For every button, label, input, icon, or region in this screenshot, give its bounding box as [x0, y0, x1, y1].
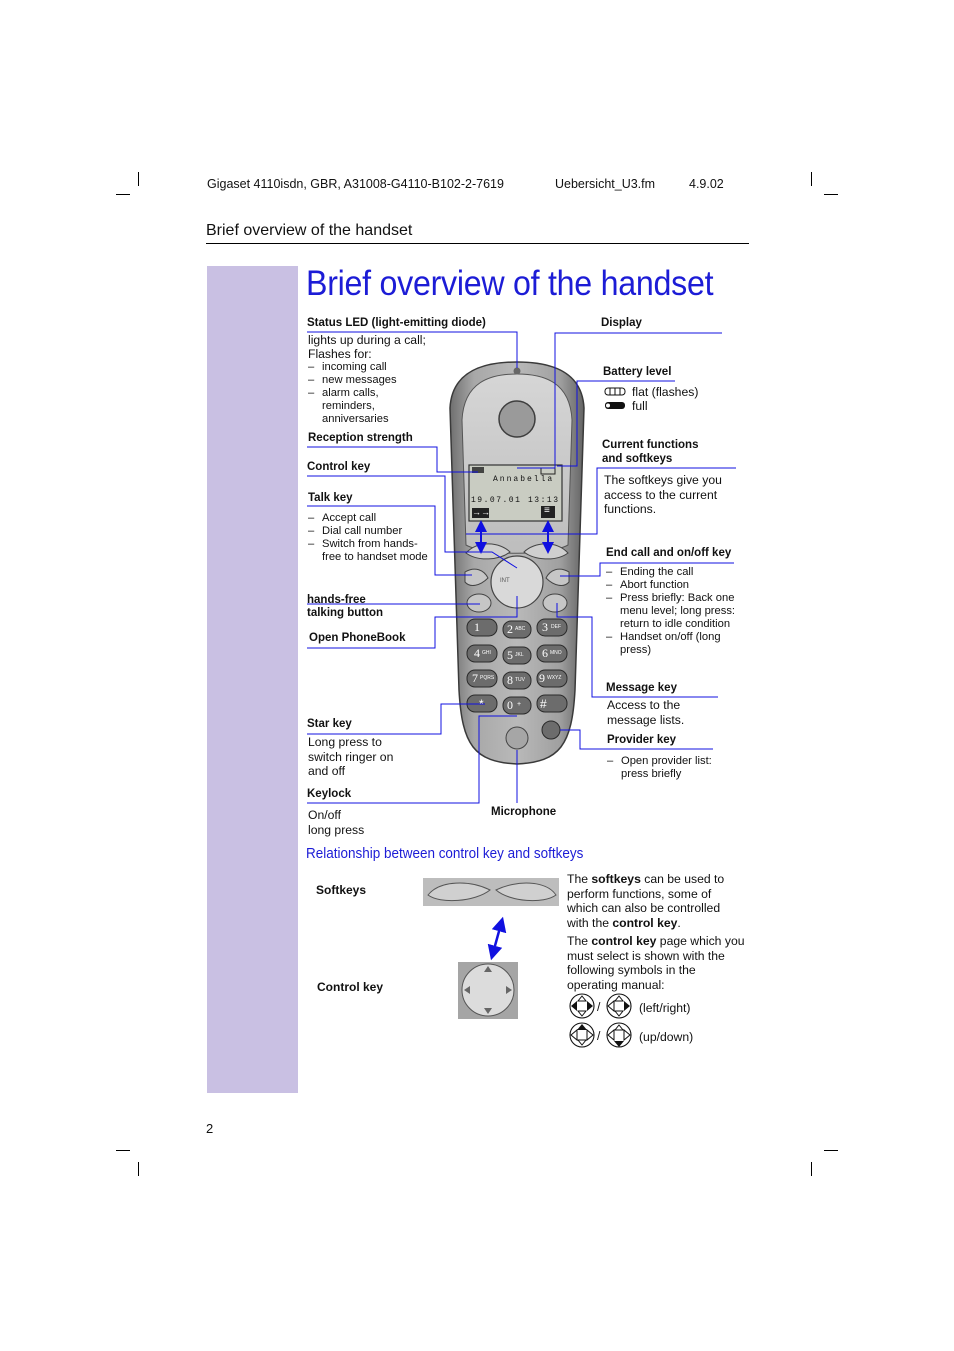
doc-date: 4.9.02 [689, 177, 724, 191]
crop-mark [138, 172, 139, 186]
status-led-list: incoming call new messages alarm calls, … [308, 361, 418, 426]
hands-free-label2: talking button [307, 607, 384, 619]
keylock-label: Keylock [307, 788, 352, 800]
control-key-callout-label: Control key [307, 461, 371, 473]
display-label: Display [601, 317, 642, 329]
page-title: Brief overview of the handset [306, 264, 714, 303]
battery-full-text: full [632, 399, 648, 413]
list-item: alarm calls, reminders, anniversaries [308, 387, 418, 426]
end-call-label: End call and on/off key [606, 547, 732, 559]
status-led-label: Status LED (light-emitting diode) [307, 317, 486, 329]
control-key-label: Control key [317, 980, 384, 994]
display-name: Annabella [493, 475, 555, 484]
microphone-label: Microphone [491, 806, 557, 818]
crop-mark [138, 1162, 139, 1176]
nav-int-label: INT [500, 578, 510, 584]
phonebook-label: Open PhoneBook [309, 632, 406, 644]
display-date: 19.07.01 [471, 496, 522, 505]
crop-mark [116, 1150, 130, 1151]
talk-key-list: Accept call Dial call number Switch from… [308, 512, 430, 564]
current-functions-label1: Current functions [602, 439, 699, 451]
battery-flat-text: flat (flashes) [632, 385, 699, 399]
left-right-label: (left/right) [639, 1001, 691, 1015]
display-time: 13:13 [528, 496, 560, 505]
status-led-text1: lights up during a call; [308, 333, 426, 347]
list-item: Open provider list: press briefly [607, 755, 727, 781]
list-item: Abort function [606, 579, 736, 592]
up-down-label: (up/down) [639, 1030, 694, 1044]
file-name: Uebersicht_U3.fm [555, 177, 656, 191]
list-item: Dial call number [308, 525, 430, 538]
section-rule [206, 243, 749, 244]
display-right-softkey: ≡ [544, 505, 550, 516]
status-led-text2: Flashes for: [308, 347, 372, 361]
end-call-list: Ending the call Abort function Press bri… [606, 566, 736, 657]
message-key-label: Message key [606, 682, 677, 694]
margin-band [207, 266, 298, 1093]
softkeys-label: Softkeys [316, 883, 367, 897]
provider-key-label: Provider key [607, 734, 677, 746]
battery-label: Battery level [603, 366, 672, 378]
doc-reference: Gigaset 4110isdn, GBR, A31008-G4110-B102… [207, 177, 504, 191]
control-key-paragraph: The control key page which you must sele… [567, 934, 745, 992]
list-item: Ending the call [606, 566, 736, 579]
crop-mark [824, 194, 838, 195]
crop-mark [824, 1150, 838, 1151]
message-key-text: Access to the message lists. [607, 698, 685, 727]
star-key-text: Long press to switch ringer on and off [308, 735, 394, 778]
keylock-text1: On/off [308, 808, 341, 822]
crop-mark [811, 172, 812, 186]
list-item: Switch from hands-free to handset mode [308, 538, 430, 564]
relationship-heading: Relationship between control key and sof… [306, 846, 584, 862]
display-left-softkey: →→ [472, 507, 490, 517]
keylock-text2: long press [308, 823, 365, 837]
current-functions-label2: and softkeys [602, 453, 673, 465]
list-item: Handset on/off (long press) [606, 631, 736, 657]
current-functions-text: The softkeys give you access to the curr… [604, 473, 722, 516]
softkeys-paragraph: The softkeys can be used to perform func… [567, 872, 725, 930]
symbol-slash: / [597, 1029, 601, 1043]
list-item: new messages [308, 374, 418, 387]
crop-mark [116, 194, 130, 195]
symbol-slash: / [597, 1000, 601, 1014]
list-item: Accept call [308, 512, 430, 525]
hands-free-label1: hands-free [307, 594, 366, 606]
page-number: 2 [206, 1121, 214, 1136]
list-item: Press briefly: Back one menu level; long… [606, 592, 736, 631]
section-title: Brief overview of the handset [206, 222, 413, 239]
list-item: incoming call [308, 361, 418, 374]
reception-label: Reception strength [308, 432, 413, 444]
crop-mark [811, 1162, 812, 1176]
provider-key-list: Open provider list: press briefly [607, 755, 727, 781]
star-key-label: Star key [307, 718, 352, 730]
talk-key-label: Talk key [308, 492, 353, 504]
